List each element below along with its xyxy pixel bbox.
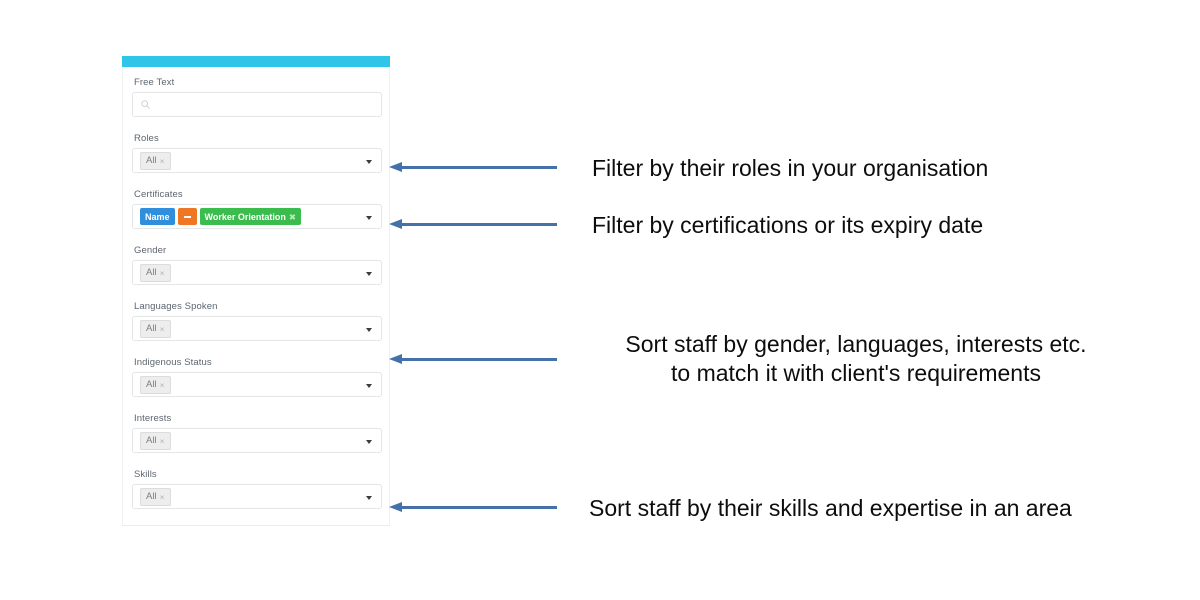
chip-remove-icon[interactable]: × [159, 267, 165, 278]
arrow-shaft [401, 506, 557, 509]
callout-text-certificates: Filter by certifications or its expiry d… [592, 212, 984, 238]
languages-spoken-select[interactable]: All × [132, 316, 382, 341]
interests-select[interactable]: All × [132, 428, 382, 453]
field-label-skills: Skills [134, 469, 157, 480]
chip-remove-icon[interactable]: × [159, 155, 165, 166]
chip-remove-icon[interactable]: ✖ [288, 211, 296, 222]
search-input[interactable] [132, 92, 382, 117]
chevron-down-icon[interactable] [366, 215, 372, 220]
chip-operator[interactable] [177, 208, 197, 225]
field-label-languages-spoken: Languages Spoken [134, 301, 218, 312]
panel-accent-bar [122, 56, 390, 67]
equals-icon [183, 215, 191, 218]
field-label-indigenous-status: Indigenous Status [134, 357, 212, 368]
callout-line-1: Sort staff by gender, languages, interes… [625, 331, 1087, 357]
field-free-text: Free Text [132, 77, 382, 117]
field-label-certificates: Certificates [134, 189, 183, 200]
field-roles: Roles All × [132, 133, 382, 173]
chip-label: All [146, 266, 157, 278]
field-languages-spoken: Languages Spoken All × [132, 301, 382, 341]
roles-select[interactable]: All × [132, 148, 382, 173]
chip-remove-icon[interactable]: × [159, 323, 165, 334]
chevron-down-icon[interactable] [366, 159, 372, 164]
chip-label: All [146, 434, 157, 446]
callout-arrow-certificates [389, 219, 557, 229]
field-label-interests: Interests [134, 413, 172, 424]
gender-select[interactable]: All × [132, 260, 382, 285]
field-certificates: Certificates Name Worker Orientation ✖ [132, 189, 382, 229]
field-label-roles: Roles [134, 133, 159, 144]
chip-remove-icon[interactable]: × [159, 491, 165, 502]
chip-certificate-field[interactable]: Name [140, 208, 175, 225]
arrow-shaft [401, 358, 557, 361]
chevron-down-icon[interactable] [366, 439, 372, 444]
chip-all[interactable]: All × [140, 319, 171, 338]
field-gender: Gender All × [132, 245, 382, 285]
callout-line-2: to match it with client's requirements [671, 360, 1041, 386]
chip-all[interactable]: All × [140, 431, 171, 450]
chip-remove-icon[interactable]: × [159, 435, 165, 446]
chip-label: All [146, 154, 157, 166]
callout-arrow-roles [389, 162, 557, 172]
skills-select[interactable]: All × [132, 484, 382, 509]
arrow-shaft [401, 166, 557, 169]
chip-label: Name [145, 211, 170, 222]
arrow-head-icon [389, 354, 402, 364]
callout-text-skills: Sort staff by their skills and expertise… [589, 495, 1072, 521]
arrow-head-icon [389, 219, 402, 229]
arrow-shaft [401, 223, 557, 226]
staff-filter-panel: Free Text Roles All × Certificates [122, 56, 390, 526]
callout-arrow-skills [389, 502, 557, 512]
chip-all[interactable]: All × [140, 151, 171, 170]
field-skills: Skills All × [132, 469, 382, 509]
chevron-down-icon[interactable] [366, 383, 372, 388]
chevron-down-icon[interactable] [366, 495, 372, 500]
chip-certificate-value[interactable]: Worker Orientation ✖ [199, 208, 301, 225]
arrow-head-icon [389, 162, 402, 172]
chevron-down-icon[interactable] [366, 327, 372, 332]
field-indigenous-status: Indigenous Status All × [132, 357, 382, 397]
panel-body: Free Text Roles All × Certificates [122, 67, 390, 526]
callout-arrow-attributes [389, 354, 557, 364]
field-interests: Interests All × [132, 413, 382, 453]
chip-all[interactable]: All × [140, 375, 171, 394]
chip-label: All [146, 378, 157, 390]
chip-remove-icon[interactable]: × [159, 379, 165, 390]
indigenous-status-select[interactable]: All × [132, 372, 382, 397]
chip-all[interactable]: All × [140, 263, 171, 282]
callout-text-roles: Filter by their roles in your organisati… [592, 155, 989, 181]
arrow-head-icon [389, 502, 402, 512]
chip-label: All [146, 490, 157, 502]
field-label-free-text: Free Text [134, 77, 175, 88]
chevron-down-icon[interactable] [366, 271, 372, 276]
certificates-select[interactable]: Name Worker Orientation ✖ [132, 204, 382, 229]
chip-label: All [146, 322, 157, 334]
search-icon [141, 100, 150, 109]
chip-label: Worker Orientation [204, 211, 286, 222]
callout-text-attributes: Sort staff by gender, languages, interes… [589, 330, 1123, 388]
chip-all[interactable]: All × [140, 487, 171, 506]
field-label-gender: Gender [134, 245, 167, 256]
